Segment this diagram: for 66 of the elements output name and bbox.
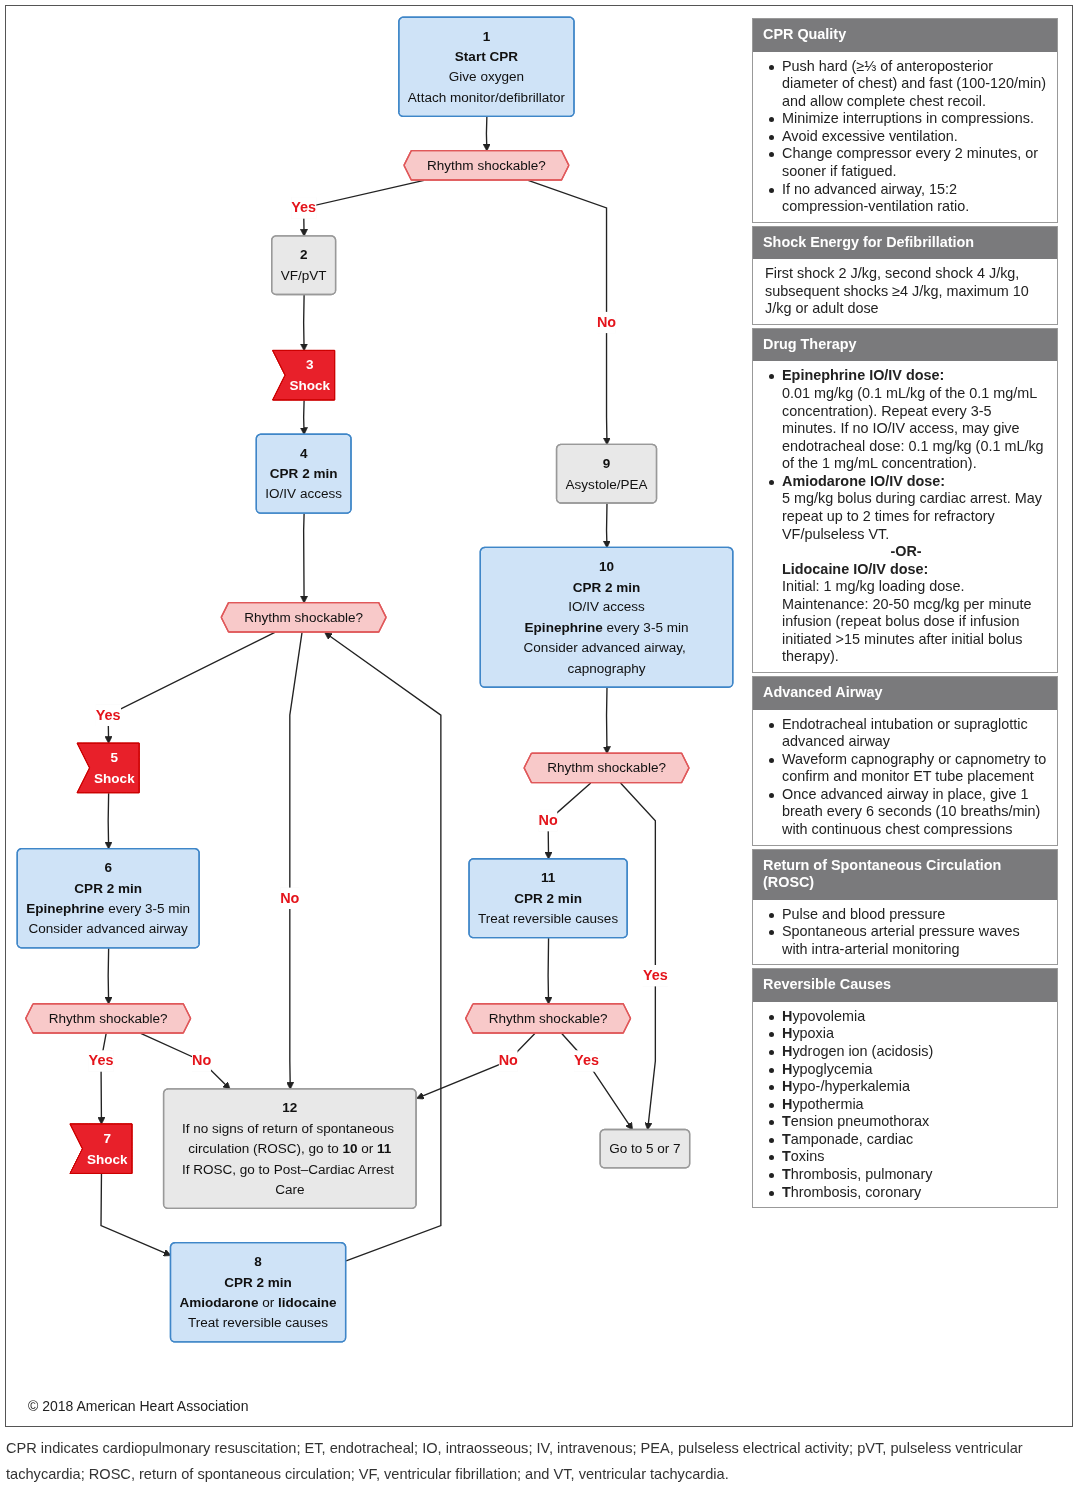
list-item: Tension pneumothorax bbox=[765, 1113, 1047, 1131]
note-text: First shock 2 J/kg, second shock 4 J/kg, subsequent shocks ≥4 J/kg, maximum 10 J/kg or adult dose bbox=[765, 265, 1030, 318]
arrow bbox=[300, 512, 308, 604]
list-item: Epinephrine IO/IV dose: bbox=[765, 367, 1047, 385]
list-item: Change compressor every 2 minutes, or sooner if fatigued. bbox=[765, 145, 1047, 181]
flowchart: Yes No Yes Yes No No No Yes No Yes 1 Start CPR Give oxygen Attach monitor/defibrillator Rhythm shockable? 2 VF/pVT 9 Asystole/PEA 3 Shock 4 CPR 2 min IO/IV access Rhythm shockable? 5 Shock 6 CPR 2 min Epinephrine every 3-5 min Consider advanced airway Rhythm shockable? 7 Shock 8 CPR 2 min Amiodarone or lidocaine Treat reversible causes 10 CPR 2 min IO/IV access Epinephrine every 3-5 min Consider advanced airway, capnography Rhythm shockable? 11 CPR 2 min Treat reversible causes Rhythm shockable? 12 If no signs of return of spontaneous circulation (ROSC), go to 10 or 11 If ROSC, go to Post–Cardiac Arrest Care Go to 5 or 7 bbox=[10, 10, 740, 1350]
list-item: Hypovolemia bbox=[765, 1007, 1047, 1026]
edge-label: Yes bbox=[642, 967, 668, 983]
edge-label: Yes bbox=[95, 707, 121, 723]
arrow bbox=[286, 631, 303, 1090]
edge-label: Yes bbox=[291, 199, 317, 216]
panel-heading: Reversible Causes bbox=[753, 969, 1057, 1002]
list-item: Tamponade, cardiac bbox=[765, 1130, 1047, 1149]
panel-heading: Drug Therapy bbox=[753, 328, 1057, 362]
list-item: Endotracheal intubation or supraglottic advanced airway bbox=[765, 715, 1047, 751]
edge-label: No bbox=[192, 1052, 212, 1069]
note-text: 5 mg/kg bolus during cardiac arrest. May repeat up to 2 times for refractory VF/pulseless VT. bbox=[781, 490, 1043, 544]
edge-label: Yes bbox=[88, 1052, 114, 1069]
arrow bbox=[561, 1032, 633, 1131]
arrow bbox=[602, 502, 611, 549]
arrow bbox=[619, 782, 657, 1131]
list-item: Thrombosis, coronary bbox=[765, 1183, 1047, 1202]
arrow bbox=[104, 631, 276, 744]
arrow bbox=[140, 1032, 231, 1090]
arrow bbox=[544, 937, 553, 1005]
arrow bbox=[602, 687, 611, 755]
arrow bbox=[416, 1032, 536, 1100]
arrow bbox=[104, 792, 113, 850]
panel-heading: Return of Spontaneous Circulation (ROSC) bbox=[753, 849, 1057, 900]
edge-label: Yes bbox=[574, 1052, 599, 1069]
arrow bbox=[324, 632, 442, 1262]
edge-label: No bbox=[498, 1052, 518, 1069]
list-item: Lidocaine IO/IV dose: bbox=[781, 560, 930, 579]
list-item: If no advanced airway, 15:2 compression-ventilation ratio. bbox=[765, 180, 1047, 216]
list-item: Push hard (≥⅓ of anteroposterior diameter of chest) and fast (100-120/min) and allow complete chest recoil. bbox=[765, 57, 1047, 111]
list-item: Hypothermia bbox=[765, 1095, 1047, 1114]
note-text: -OR- bbox=[889, 543, 923, 561]
arrow bbox=[482, 116, 491, 152]
arrow bbox=[104, 947, 113, 1005]
list-item: Hypo-/hyperkalemia bbox=[765, 1078, 1047, 1096]
edge-label: No bbox=[538, 812, 558, 828]
arrow bbox=[527, 179, 611, 446]
list-item: Hypoxia bbox=[765, 1025, 1047, 1043]
arrow bbox=[544, 782, 592, 860]
note-text: Initial: 1 mg/kg loading dose. Maintenance: 20-50 mcg/kg per minute infusion (repeat bolus dose if infusion initiated >15 minutes after initial bolus therapy). bbox=[781, 578, 1033, 666]
note-text: 0.01 mg/kg (0.1 mL/kg of the 0.1 mg/mL concentration). Repeat every 3-5 minutes. If no IO/IV access, may give endotracheal dose: 0.1 mg/kg (0.1 mL/kg of the 1 mg/mL concentration). bbox=[781, 385, 1045, 473]
list-item: Thrombosis, pulmonary bbox=[765, 1165, 1047, 1184]
caption: CPR indicates cardiopulmonary resuscitation; ET, endotracheal; IO, intraosseous; IV, intravenous; PEA, pulseless electrical activity; pVT, pulseless ventricular tachycardia; ROSC, return of spontaneous circulation; VF, ventricular fibrillation; and VT, ventricular tachycardia. bbox=[6, 1439, 1024, 1484]
list-item: Amiodarone IO/IV dose: bbox=[765, 472, 1047, 491]
list-item: Hydrogen ion (acidosis) bbox=[765, 1043, 1047, 1061]
list-item: Avoid excessive ventilation. bbox=[765, 127, 1047, 146]
list-item: Pulse and blood pressure bbox=[765, 905, 1047, 924]
list-item: Minimize interruptions in compressions. bbox=[765, 110, 1047, 128]
edge-label: No bbox=[596, 314, 617, 330]
arrow bbox=[300, 294, 308, 352]
list-item: Once advanced airway in place, give 1 breath every 6 seconds (10 breaths/min) with continuous chest compressions bbox=[765, 785, 1047, 839]
arrow bbox=[299, 399, 308, 436]
list-item: Spontaneous arterial pressure waves with intra-arterial monitoring bbox=[765, 923, 1047, 959]
list-item: Toxins bbox=[765, 1148, 1047, 1166]
panel-heading: Advanced Airway bbox=[753, 677, 1057, 710]
list-item: Hypoglycemia bbox=[765, 1060, 1047, 1079]
edge-label: No bbox=[280, 890, 300, 906]
panel-heading: Shock Energy for Defibrillation bbox=[753, 226, 1057, 260]
copyright-note: © 2018 American Heart Association bbox=[28, 1398, 249, 1414]
list-item: Waveform capnography or capnometry to confirm and monitor ET tube placement bbox=[765, 750, 1047, 786]
panel-heading: CPR Quality bbox=[753, 19, 1057, 52]
